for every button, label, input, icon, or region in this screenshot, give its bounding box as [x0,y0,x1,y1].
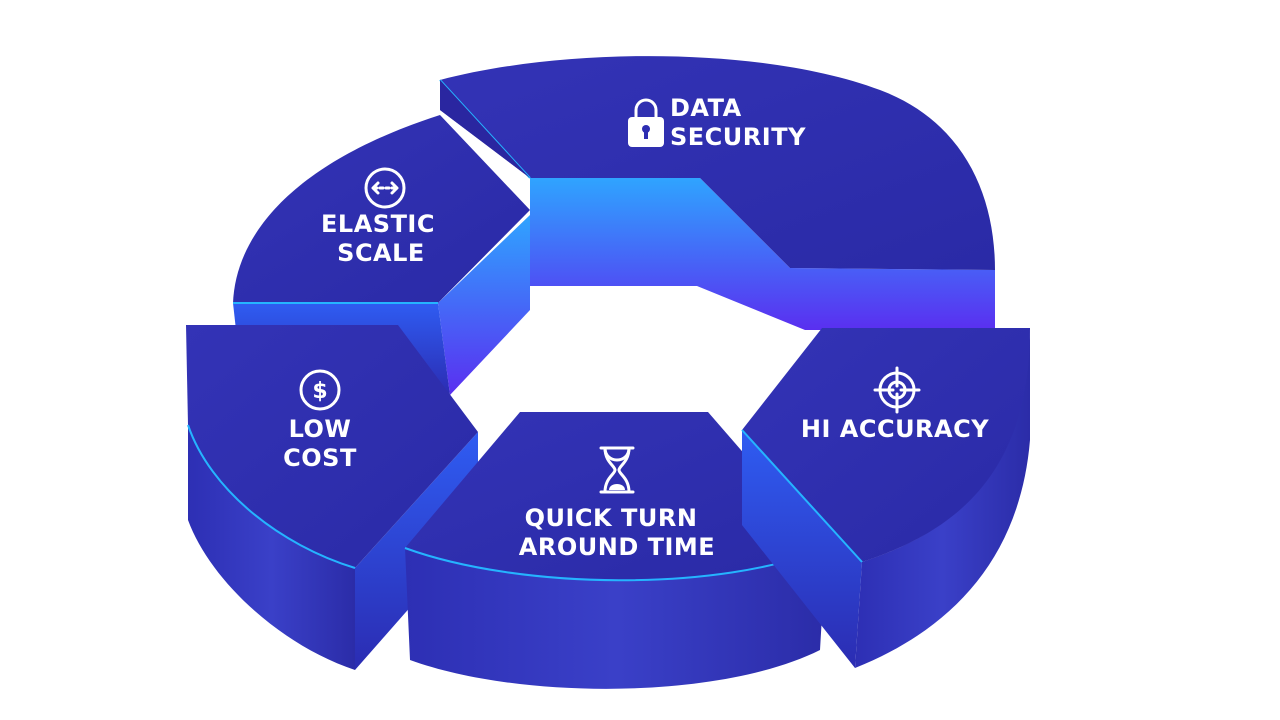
dollar-icon: $ [299,369,341,411]
data-security-top-face [440,56,995,270]
hourglass-icon [599,446,635,494]
data-security-cut-face [440,80,530,178]
segment-quick-turnaround [404,412,827,689]
hi-accuracy-edge [741,429,863,563]
quick-turnaround-label-line-2: AROUND TIME [519,533,715,561]
svg-text:$: $ [312,379,327,404]
quick-turnaround-outer-side [405,548,826,689]
lock-icon [628,98,664,147]
elastic-scale-top-face [233,115,530,303]
quick-turnaround-top-face [405,412,826,581]
low-cost-label-line-2: COST [283,444,357,472]
data-security-inner-wall [530,178,995,330]
elastic-scale-inner-wall [438,215,530,395]
segment-data-security [439,56,995,330]
quick-turnaround-label-line-1: QUICK TURN [525,504,698,532]
low-cost-top-face [186,325,478,568]
elastic-scale-label-line-1: ELASTIC [321,210,435,238]
crosshair-icon [873,366,921,414]
hi-accuracy-label: HI ACCURACY [801,415,989,443]
low-cost-outer-side [188,425,355,670]
hi-accuracy-cut-face [742,430,862,668]
data-security-label-line-2: SECURITY [670,123,806,151]
horizontal-arrows-icon [364,167,406,209]
elastic-scale-label-line-2: SCALE [337,239,425,267]
hi-accuracy-outer-side [855,330,1030,668]
data-security-label-line-1: DATA [670,94,742,122]
low-cost-label-line-1: LOW [289,415,352,443]
segment-hi-accuracy [741,328,1030,668]
low-cost-edge [187,424,356,569]
hi-accuracy-top-face [742,328,1030,562]
